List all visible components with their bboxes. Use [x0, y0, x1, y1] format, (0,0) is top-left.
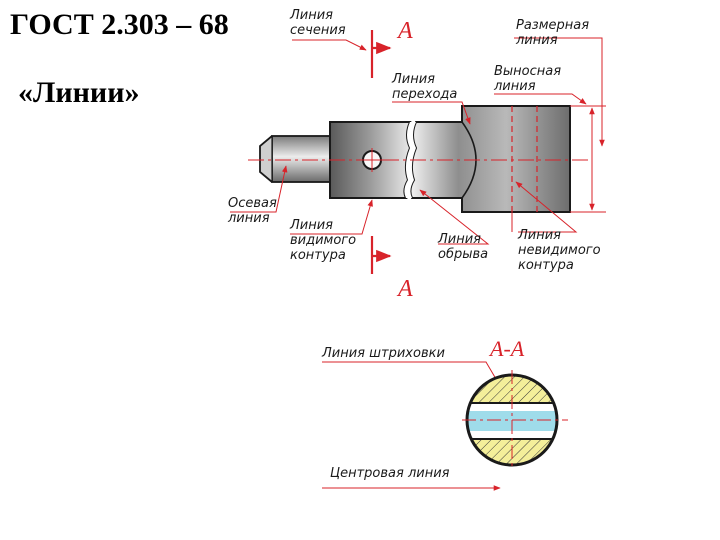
- leader-lines: [230, 37, 605, 491]
- section-line-marks: [370, 30, 392, 274]
- hidden-contour: [511, 106, 538, 212]
- section-aa: [462, 370, 568, 470]
- standard-title: ГОСТ 2.303 – 68: [10, 8, 229, 41]
- shaft-pin: [259, 135, 331, 183]
- shaft-body-right: [404, 105, 571, 213]
- subtitle: «Линии»: [18, 76, 140, 109]
- section-mark-bottom: А: [398, 276, 413, 302]
- section-name-aa: А-А: [490, 336, 525, 361]
- section-mark-top: А: [398, 18, 413, 44]
- label-center-line: Центровая линия: [330, 466, 450, 481]
- dimension-lines: [570, 105, 606, 213]
- label-hatching-line: Линия штриховки: [322, 346, 445, 361]
